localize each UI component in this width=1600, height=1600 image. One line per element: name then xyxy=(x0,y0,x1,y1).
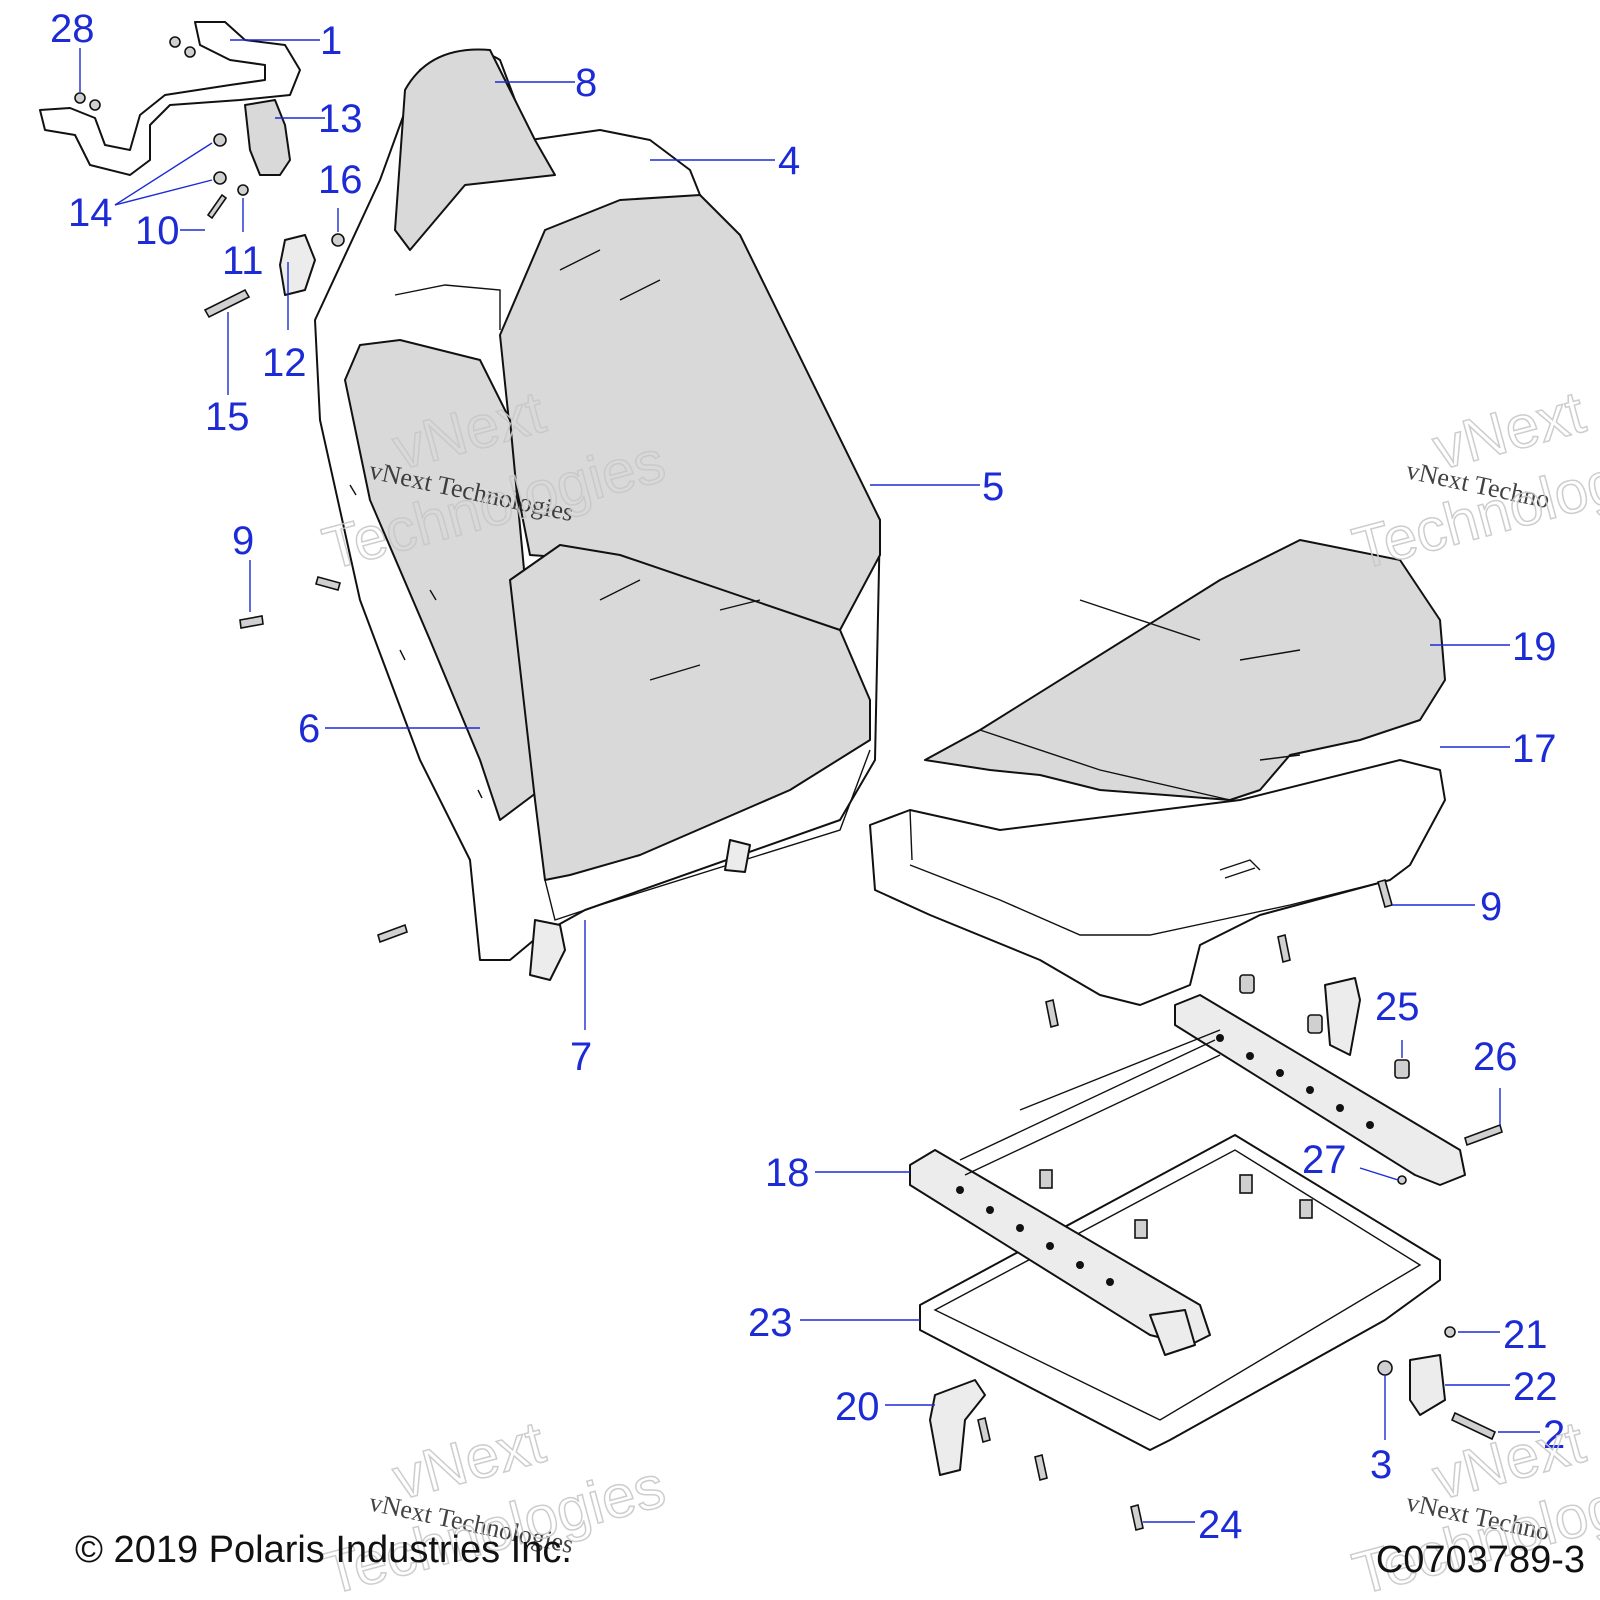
callout-15: 15 xyxy=(205,395,250,439)
slider-rail-right xyxy=(1174,994,1466,1186)
seat-cushion xyxy=(924,539,1446,801)
callout-3: 3 xyxy=(1370,1443,1392,1487)
callout-19: 19 xyxy=(1512,625,1557,669)
copyright-text: © 2019 Polaris Industries Inc. xyxy=(75,1529,572,1571)
screw-28a xyxy=(74,92,86,104)
screw-14a xyxy=(213,133,227,147)
callout-16: 16 xyxy=(318,158,363,202)
nut-16 xyxy=(331,233,345,247)
callout-5: 5 xyxy=(982,465,1004,509)
callout-27: 27 xyxy=(1302,1138,1347,1182)
callout-1: 1 xyxy=(320,19,342,63)
bracket-22 xyxy=(1409,1354,1446,1416)
clip-27 xyxy=(1397,1175,1407,1185)
seat-base-shell xyxy=(869,759,1446,1006)
slider-rail-left xyxy=(909,1149,1211,1346)
bolt-2 xyxy=(1450,1411,1497,1441)
bolt-15 xyxy=(203,288,251,319)
callout-28: 28 xyxy=(50,7,95,51)
headrest-pad xyxy=(394,48,556,251)
seat-bottom-assembly xyxy=(869,539,1446,1006)
screw-9-left xyxy=(239,615,264,629)
grab-handle-and-hardware xyxy=(39,21,345,319)
callout-7: 7 xyxy=(570,1035,592,1079)
callout-6: 6 xyxy=(298,707,320,751)
loose-hardware xyxy=(239,576,1503,1532)
callout-22: 22 xyxy=(1513,1365,1558,1409)
lower-back-cushion xyxy=(509,544,871,881)
leader-lines xyxy=(79,39,1540,1523)
callout-23: 23 xyxy=(748,1301,793,1345)
screw-24 xyxy=(1130,1503,1144,1532)
callout-14: 14 xyxy=(68,191,113,235)
nut-3 xyxy=(1377,1360,1393,1376)
callout-20: 20 xyxy=(835,1385,880,1429)
screw-28b xyxy=(89,99,101,111)
pin-10 xyxy=(206,193,228,220)
callout-13: 13 xyxy=(318,97,363,141)
seat-slider-frame xyxy=(909,994,1466,1451)
callout-24: 24 xyxy=(1198,1503,1243,1547)
nut-21 xyxy=(1444,1326,1456,1338)
strap-25 xyxy=(1324,977,1361,1056)
grab-bar xyxy=(39,21,301,176)
callout-8: 8 xyxy=(575,61,597,105)
callout-9a: 9 xyxy=(232,519,254,563)
screw-9-right xyxy=(1377,879,1393,908)
callout-11: 11 xyxy=(222,239,264,283)
callout-10: 10 xyxy=(135,209,180,253)
callout-9b: 9 xyxy=(1480,885,1502,929)
callout-2: 2 xyxy=(1543,1413,1565,1457)
nut-25 xyxy=(1394,1059,1410,1079)
drawing-number: C0703789-3 xyxy=(1376,1539,1585,1581)
mount-bracket xyxy=(279,234,316,296)
callout-21: 21 xyxy=(1503,1313,1548,1357)
bolt-26 xyxy=(1464,1123,1503,1147)
latch-bracket xyxy=(244,99,291,176)
callout-12: 12 xyxy=(262,341,307,385)
callout-26: 26 xyxy=(1473,1035,1518,1079)
strap-20 xyxy=(929,1379,986,1476)
callout-17: 17 xyxy=(1512,727,1557,771)
callout-18: 18 xyxy=(765,1151,810,1195)
callout-25: 25 xyxy=(1375,985,1420,1029)
screw-14b xyxy=(213,171,227,185)
seat-back-assembly xyxy=(314,48,881,981)
clip-11 xyxy=(237,184,249,196)
upper-back-cushion xyxy=(499,194,881,631)
callout-4: 4 xyxy=(778,139,800,183)
